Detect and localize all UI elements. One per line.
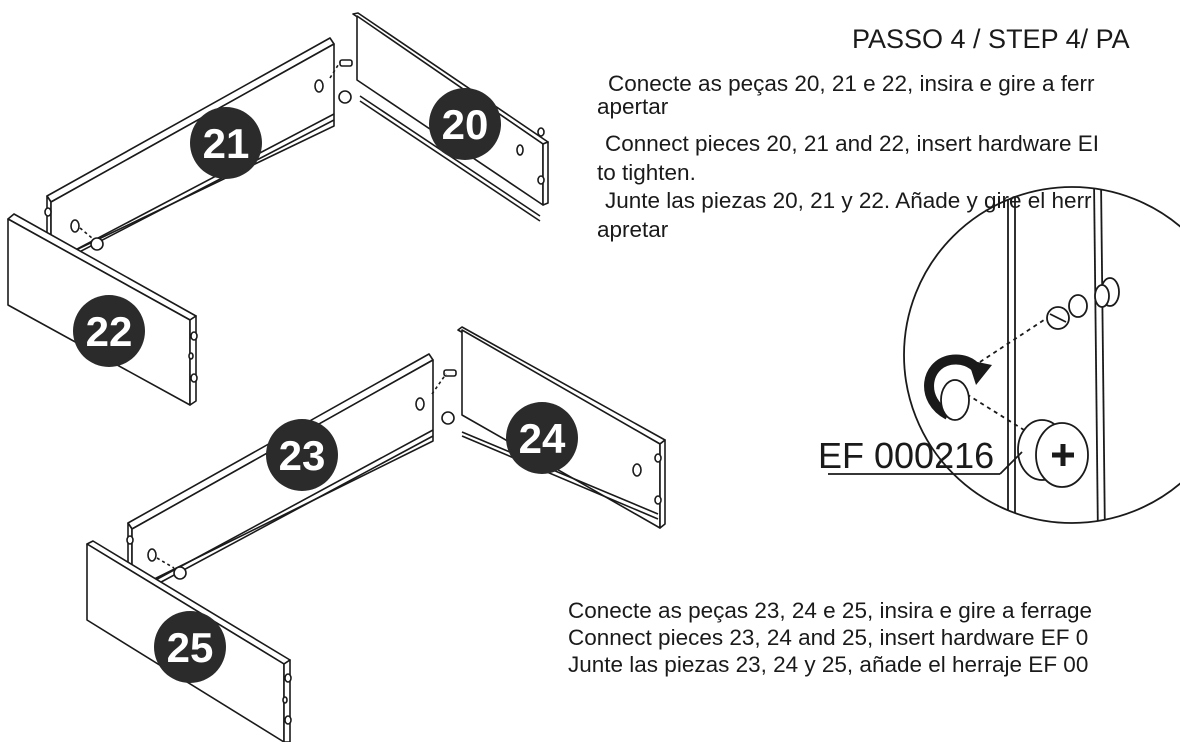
- instruction-en-line2: to tighten.: [597, 160, 696, 185]
- instruction-bottom-en: Connect pieces 23, 24 and 25, insert har…: [568, 625, 1089, 650]
- hardware-lower: [126, 369, 457, 580]
- hardware-code: EF 000216: [818, 435, 994, 476]
- instruction-bottom-pt: Conecte as peças 23, 24 e 25, insira e g…: [568, 598, 1093, 623]
- detail-view: EF 000216: [818, 186, 1180, 524]
- badge-21: 21: [190, 107, 262, 179]
- badge-24: 24: [506, 402, 578, 474]
- step-title: PASSO 4 / STEP 4/ PA: [852, 24, 1130, 54]
- badge-22-label: 22: [86, 308, 133, 355]
- instruction-es-line1: Junte las piezas 20, 21 y 22. Añade y gi…: [605, 188, 1092, 213]
- instruction-en-line1: Connect pieces 20, 21 and 22, insert har…: [605, 131, 1100, 156]
- bolt-icon: [1046, 277, 1120, 330]
- badge-25: 25: [154, 611, 226, 683]
- badge-22: 22: [73, 295, 145, 367]
- badge-21-label: 21: [203, 120, 250, 167]
- instruction-pt-line1: Conecte as peças 20, 21 e 22, insira e g…: [608, 71, 1095, 96]
- badge-25-label: 25: [167, 624, 214, 671]
- hardware-upper: [44, 59, 353, 251]
- instruction-es-line2: apretar: [597, 217, 669, 242]
- instruction-bottom-es: Junte las piezas 23, 24 y 25, añade el h…: [568, 652, 1089, 677]
- rotate-arrow-icon: [924, 354, 992, 421]
- badge-20-label: 20: [442, 101, 489, 148]
- badge-23: 23: [266, 419, 338, 491]
- panel-21: [46, 37, 335, 263]
- badge-20: 20: [429, 88, 501, 160]
- badge-24-label: 24: [519, 415, 566, 462]
- cam-lock-icon: [1017, 419, 1089, 488]
- instruction-pt-line2: apertar: [597, 94, 669, 119]
- badge-23-label: 23: [279, 432, 326, 479]
